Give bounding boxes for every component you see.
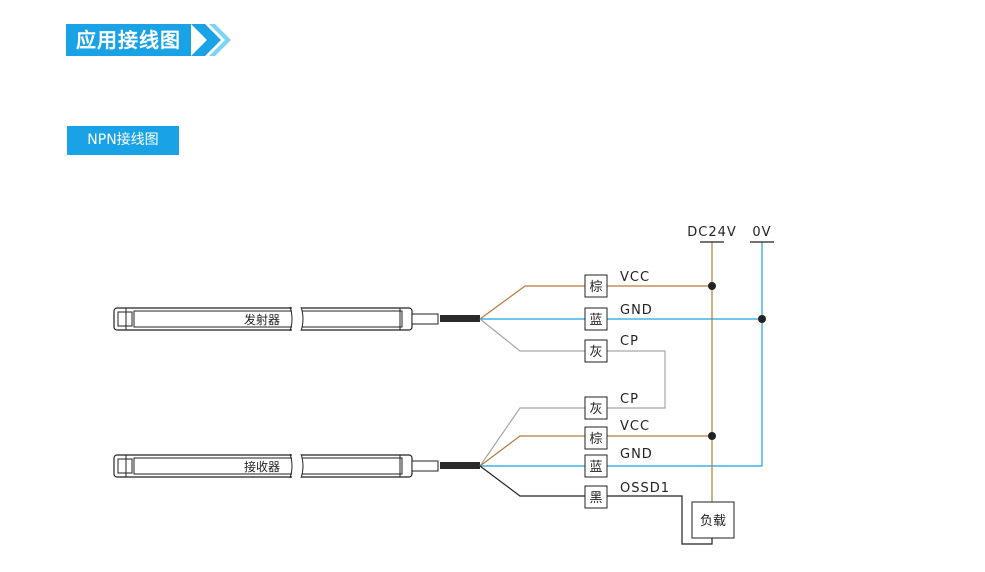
- wire-color-label: 蓝: [589, 460, 602, 475]
- receiver-brown-wire: [479, 435, 585, 467]
- junction-dots: [708, 282, 766, 440]
- wire-color-label: 棕: [589, 432, 602, 447]
- ossd-line: [607, 495, 713, 545]
- receiver-label: 接收器: [244, 459, 280, 474]
- receiver-device: 接收器: [113, 452, 480, 480]
- wire-signal-label: VCC: [620, 270, 650, 285]
- wire-signal-label: OSSD1: [620, 481, 670, 496]
- chevron-right-icon: [191, 24, 231, 56]
- cp-link-line: [607, 350, 666, 409]
- receiver-black-wire: [479, 465, 585, 497]
- page-title: 应用接线图: [66, 24, 191, 56]
- load-box: 负载: [691, 501, 735, 539]
- wire-signal-label: CP: [620, 392, 639, 407]
- wire-signal-label: GND: [620, 303, 653, 318]
- section-header: 应用接线图: [66, 24, 235, 56]
- wire-color-label: 灰: [589, 402, 602, 417]
- emitter-wire-labels: 棕 VCC 蓝 GND 灰 CP: [584, 270, 653, 363]
- dc24v-label: DC24V: [687, 225, 737, 240]
- emitter-device: 发射器: [113, 305, 480, 333]
- receiver-wire-labels: 灰 CP 棕 VCC 蓝 GND 黑 OSSD1: [584, 392, 670, 509]
- wire-signal-label: VCC: [620, 419, 650, 434]
- emitter-gray-wire: [479, 318, 585, 352]
- load-label: 负载: [700, 514, 726, 529]
- wire-color-label: 黑: [589, 491, 602, 506]
- emitter-label: 发射器: [244, 312, 280, 327]
- 0v-label: 0V: [752, 225, 771, 240]
- emitter-wires: [479, 285, 762, 409]
- receiver-wires: [479, 242, 763, 545]
- emitter-brown-wire: [479, 285, 585, 320]
- wire-color-label: 灰: [589, 345, 602, 360]
- receiver-gray-wire: [479, 407, 585, 467]
- power-rails: [700, 241, 774, 502]
- wire-color-label: 蓝: [589, 313, 602, 328]
- wire-signal-label: CP: [620, 334, 639, 349]
- wire-color-label: 棕: [589, 280, 602, 295]
- npn-section-tag: NPN接线图: [67, 126, 179, 155]
- wire-signal-label: GND: [620, 447, 653, 462]
